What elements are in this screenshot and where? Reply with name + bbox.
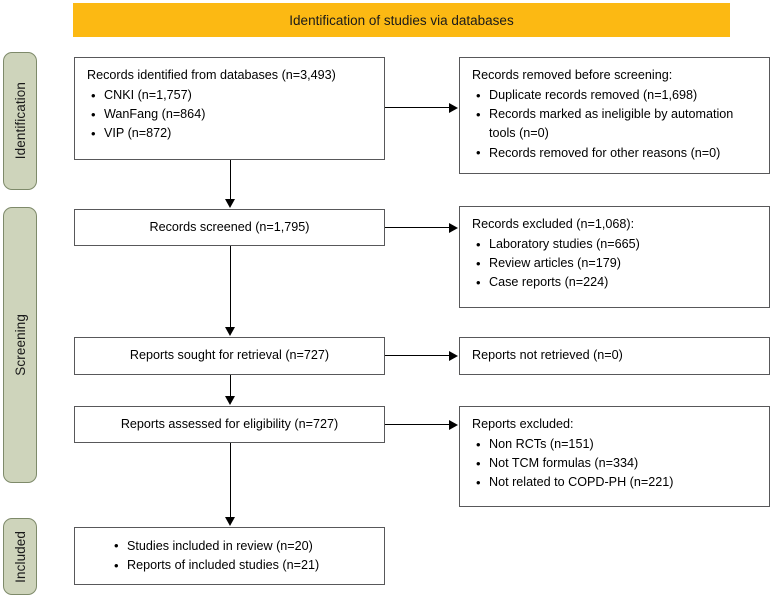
box-records-screened: Records screened (n=1,795)	[74, 209, 385, 246]
list-item: Studies included in review (n=20)	[114, 536, 374, 556]
list-item: WanFang (n=864)	[91, 105, 374, 125]
box-reports-excluded: Reports excluded: Non RCTs (n=151) Not T…	[459, 406, 770, 507]
phase-tab-identification: Identification	[3, 52, 37, 190]
arrowhead-right-sought-to-not-retrieved	[449, 350, 458, 361]
phase-tab-screening: Screening	[3, 207, 37, 483]
box-reports-assessed-head: Reports assessed for eligibility (n=727)	[120, 416, 339, 431]
list-item: Review articles (n=179)	[476, 254, 759, 274]
box-reports-not-retrieved-head: Reports not retrieved (n=0)	[472, 347, 623, 362]
list-item: Records marked as ineligible by automati…	[476, 105, 759, 143]
connector-sought-to-not-retrieved	[385, 355, 449, 357]
list-item: Non RCTs (n=151)	[476, 435, 759, 455]
box-records-removed-list: Duplicate records removed (n=1,698) Reco…	[472, 86, 759, 163]
list-item: CNKI (n=1,757)	[91, 86, 374, 106]
box-records-removed-before-screening: Records removed before screening: Duplic…	[459, 57, 770, 174]
connector-screened-to-excluded	[385, 227, 449, 229]
box-reports-not-retrieved: Reports not retrieved (n=0)	[459, 337, 770, 375]
box-reports-excluded-head: Reports excluded:	[472, 417, 574, 431]
phase-tab-screening-label: Screening	[12, 314, 28, 376]
phase-tab-included-label: Included	[12, 530, 28, 583]
list-item: Duplicate records removed (n=1,698)	[476, 86, 759, 106]
box-records-removed-head: Records removed before screening:	[472, 68, 673, 82]
box-reports-sought-head: Reports sought for retrieval (n=727)	[129, 348, 330, 363]
box-reports-sought-for-retrieval: Reports sought for retrieval (n=727)	[74, 337, 385, 375]
box-reports-excluded-list: Non RCTs (n=151) Not TCM formulas (n=334…	[472, 435, 759, 493]
arrowhead-right-assessed-to-reports-excluded	[449, 419, 458, 430]
arrowhead-down-identified-to-screened	[224, 199, 235, 208]
banner-identification-via-databases: Identification of studies via databases	[73, 3, 730, 37]
box-records-identified-list: CNKI (n=1,757) WanFang (n=864) VIP (n=87…	[87, 86, 374, 144]
connector-assessed-to-reports-excluded	[385, 424, 449, 426]
list-item: Reports of included studies (n=21)	[114, 555, 374, 575]
list-item: Not related to COPD-PH (n=221)	[476, 473, 759, 493]
list-item: Case reports (n=224)	[476, 273, 759, 293]
arrowhead-right-screened-to-excluded	[449, 222, 458, 233]
box-records-identified: Records identified from databases (n=3,4…	[74, 57, 385, 160]
box-records-screened-head: Records screened (n=1,795)	[149, 219, 310, 234]
list-item: Records removed for other reasons (n=0)	[476, 143, 759, 163]
connector-identified-to-screened	[229, 160, 231, 200]
box-records-excluded-head: Records excluded (n=1,068):	[472, 217, 635, 231]
connector-identified-to-removed	[385, 107, 449, 109]
list-item: Laboratory studies (n=665)	[476, 235, 759, 255]
box-studies-included-list: Studies included in review (n=20) Report…	[87, 536, 374, 575]
box-reports-assessed-for-eligibility: Reports assessed for eligibility (n=727)	[74, 406, 385, 443]
banner-label: Identification of studies via databases	[289, 12, 514, 28]
arrowhead-down-sought-to-assessed	[224, 396, 235, 405]
list-item: VIP (n=872)	[91, 124, 374, 144]
connector-assessed-to-included	[229, 443, 231, 518]
arrowhead-down-screened-to-sought	[224, 327, 235, 336]
box-studies-included: Studies included in review (n=20) Report…	[74, 527, 385, 585]
box-records-identified-head: Records identified from databases (n=3,4…	[87, 68, 336, 82]
phase-tab-included: Included	[3, 518, 37, 595]
connector-sought-to-assessed	[229, 375, 231, 397]
connector-screened-to-sought	[229, 246, 231, 328]
phase-tab-identification-label: Identification	[12, 82, 28, 160]
box-records-excluded: Records excluded (n=1,068): Laboratory s…	[459, 206, 770, 308]
arrowhead-down-assessed-to-included	[224, 517, 235, 526]
list-item: Not TCM formulas (n=334)	[476, 454, 759, 474]
box-records-excluded-list: Laboratory studies (n=665) Review articl…	[472, 235, 759, 293]
arrowhead-right-identified-to-removed	[449, 102, 458, 113]
